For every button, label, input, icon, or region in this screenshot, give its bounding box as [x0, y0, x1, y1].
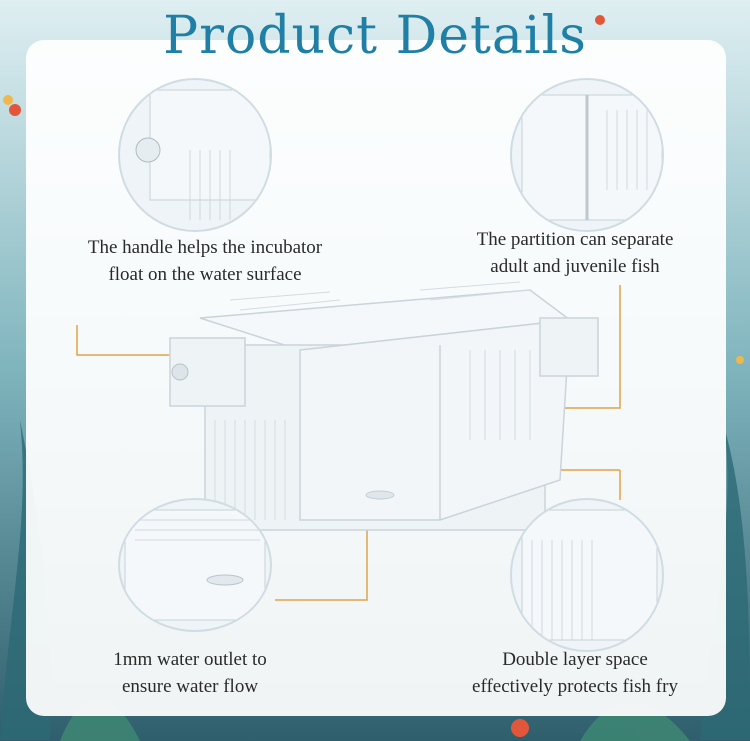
- feature-caption-outlet: 1mm water outlet to ensure water flow: [40, 646, 340, 700]
- caption-line: The handle helps the incubator: [87, 237, 323, 258]
- caption-line: adult and juvenile fish: [490, 256, 660, 277]
- handle-closeup-icon: [135, 89, 270, 220]
- partition-closeup-icon: [521, 94, 662, 221]
- double-layer-closeup-icon: [521, 509, 658, 641]
- caption-line: float on the water surface: [108, 264, 302, 285]
- caption-line: 1mm water outlet to: [113, 649, 267, 670]
- detail-handle-image: [118, 78, 272, 232]
- detail-outlet-image: [118, 498, 272, 632]
- caption-line: The partition can separate: [476, 229, 674, 250]
- caption-line: ensure water flow: [121, 676, 259, 697]
- caption-line: Double layer space: [502, 649, 648, 670]
- caption-line: effectively protects fish fry: [472, 676, 678, 697]
- outlet-closeup-icon: [124, 509, 266, 621]
- feature-caption-partition: The partition can separate adult and juv…: [410, 226, 740, 280]
- page-title: Product Details: [163, 6, 587, 66]
- detail-partition-image: [510, 78, 664, 232]
- detail-double-layer-image: [510, 498, 664, 652]
- feature-caption-double-layer: Double layer space effectively protects …: [420, 646, 730, 700]
- feature-caption-handle: The handle helps the incubator float on …: [40, 234, 370, 288]
